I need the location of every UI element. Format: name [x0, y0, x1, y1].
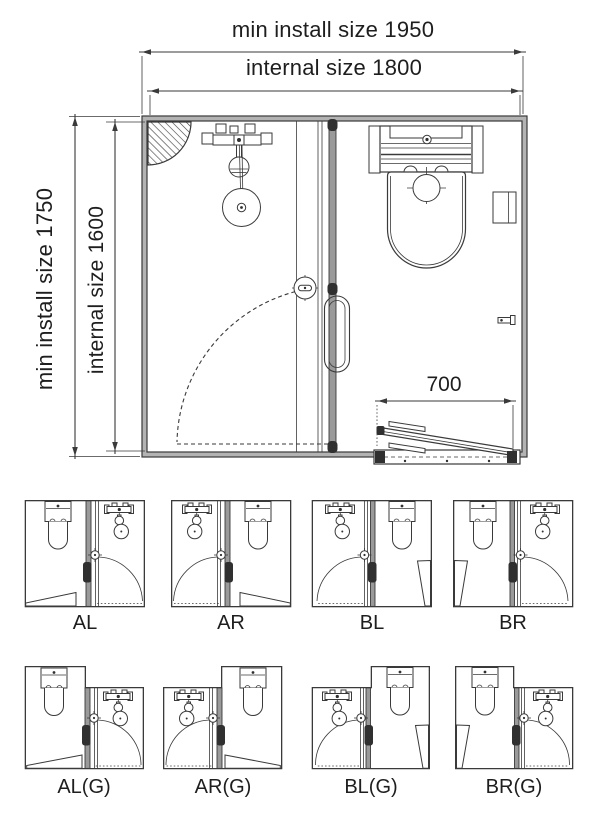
overhead-shower — [222, 144, 261, 227]
dimension-top-outer — [139, 49, 526, 114]
door-knob — [292, 275, 318, 301]
variant-brg-plan — [456, 667, 573, 769]
variant-label-blg: BL(G) — [344, 776, 398, 798]
variant-label-br: BR — [499, 612, 527, 634]
variant-label-brg: BR(G) — [485, 776, 543, 798]
variant-label-ar: AR — [217, 612, 245, 634]
door-swing-arc — [176, 289, 329, 445]
variant-label-bl: BL — [359, 612, 385, 634]
corner-shelf — [147, 121, 192, 166]
variant-label-alg: AL(G) — [57, 776, 111, 798]
variant-ar-plan — [172, 501, 291, 607]
floor-plan — [69, 49, 528, 465]
shower-mixer — [201, 123, 273, 146]
variant-arg-plan — [164, 667, 282, 769]
variant-alg-plan — [25, 667, 143, 769]
toilet — [368, 125, 484, 269]
dim-label-left-outer: min install size 1750 — [32, 187, 57, 391]
dimension-left-outer — [69, 114, 140, 459]
dimension-top-inner — [147, 88, 523, 115]
variant-al-plan — [25, 501, 144, 607]
wall-hook — [497, 315, 516, 325]
variant-blg-plan — [312, 667, 429, 769]
variant-bl-plan — [312, 501, 431, 607]
hand-shower — [228, 144, 250, 178]
variant-label-al: AL — [72, 612, 98, 634]
variant-br-plan — [454, 501, 573, 607]
dim-label-bench: 700 — [426, 373, 462, 396]
paper-holder — [492, 191, 517, 224]
variant-label-arg: AR(G) — [194, 776, 252, 798]
dimension-bench — [375, 398, 516, 448]
door-handle — [323, 295, 351, 373]
dim-label-top-outer: min install size 1950 — [231, 17, 435, 42]
folding-bench — [373, 405, 521, 465]
dim-label-top-inner: internal size 1800 — [245, 55, 423, 80]
dim-label-left-inner: internal size 1600 — [85, 205, 108, 375]
dimension-left-inner — [106, 119, 145, 454]
